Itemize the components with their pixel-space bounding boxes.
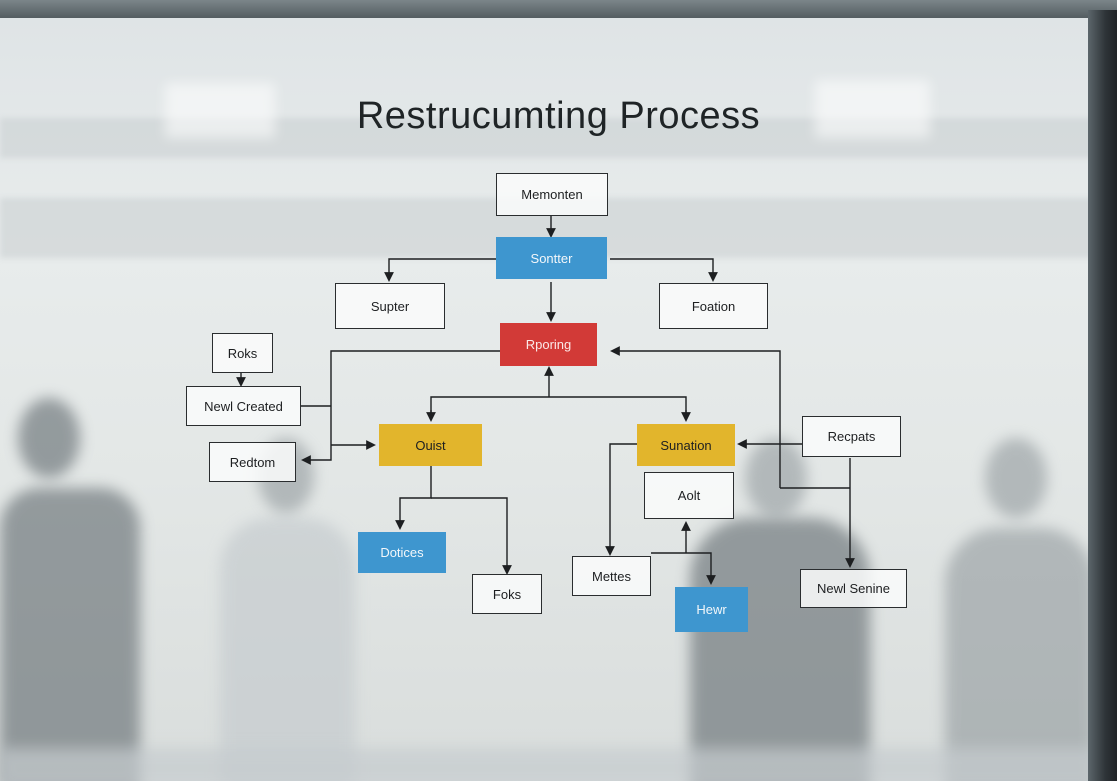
board-frame-top — [0, 0, 1117, 22]
person-head — [985, 438, 1047, 518]
connector — [384, 258, 496, 282]
node-poring: Rporing — [500, 323, 597, 366]
person-silhouette — [690, 518, 870, 781]
node-mettes: Mettes — [572, 556, 651, 596]
node-newl-senine: Newl Senine — [800, 569, 907, 608]
person-silhouette — [0, 488, 140, 781]
person-head — [745, 438, 807, 518]
node-redtom: Redtom — [209, 442, 296, 482]
node-ouist: Ouist — [379, 424, 482, 466]
node-roks: Roks — [212, 333, 273, 373]
whiteboard — [0, 18, 1100, 781]
node-sontter: Sontter — [496, 237, 607, 279]
person-head — [18, 398, 80, 478]
node-memonten: Memonten — [496, 173, 608, 216]
node-foation: Foation — [659, 283, 768, 329]
node-newl-created: Newl Created — [186, 386, 301, 426]
board-frame-right — [1088, 10, 1117, 781]
connector — [651, 552, 716, 585]
connector — [610, 346, 781, 488]
node-recpats: Recpats — [802, 416, 901, 457]
table-surface — [0, 748, 1100, 781]
node-supter: Supter — [335, 283, 445, 329]
connector — [605, 443, 637, 556]
connector — [395, 466, 432, 530]
connector — [430, 396, 687, 420]
node-foks: Foks — [472, 574, 542, 614]
person-silhouette — [945, 528, 1095, 781]
ceiling-light — [165, 83, 275, 138]
person-silhouette — [220, 518, 355, 781]
node-hewr: Hewr — [675, 587, 748, 632]
connector — [610, 258, 718, 282]
node-aolt: Aolt — [644, 472, 734, 519]
node-dotices: Dotices — [358, 532, 446, 573]
diagram-title: Restrucumting Process — [356, 95, 761, 137]
node-sunation: Sunation — [637, 424, 735, 466]
ceiling-light — [815, 80, 930, 138]
connector — [431, 497, 512, 575]
